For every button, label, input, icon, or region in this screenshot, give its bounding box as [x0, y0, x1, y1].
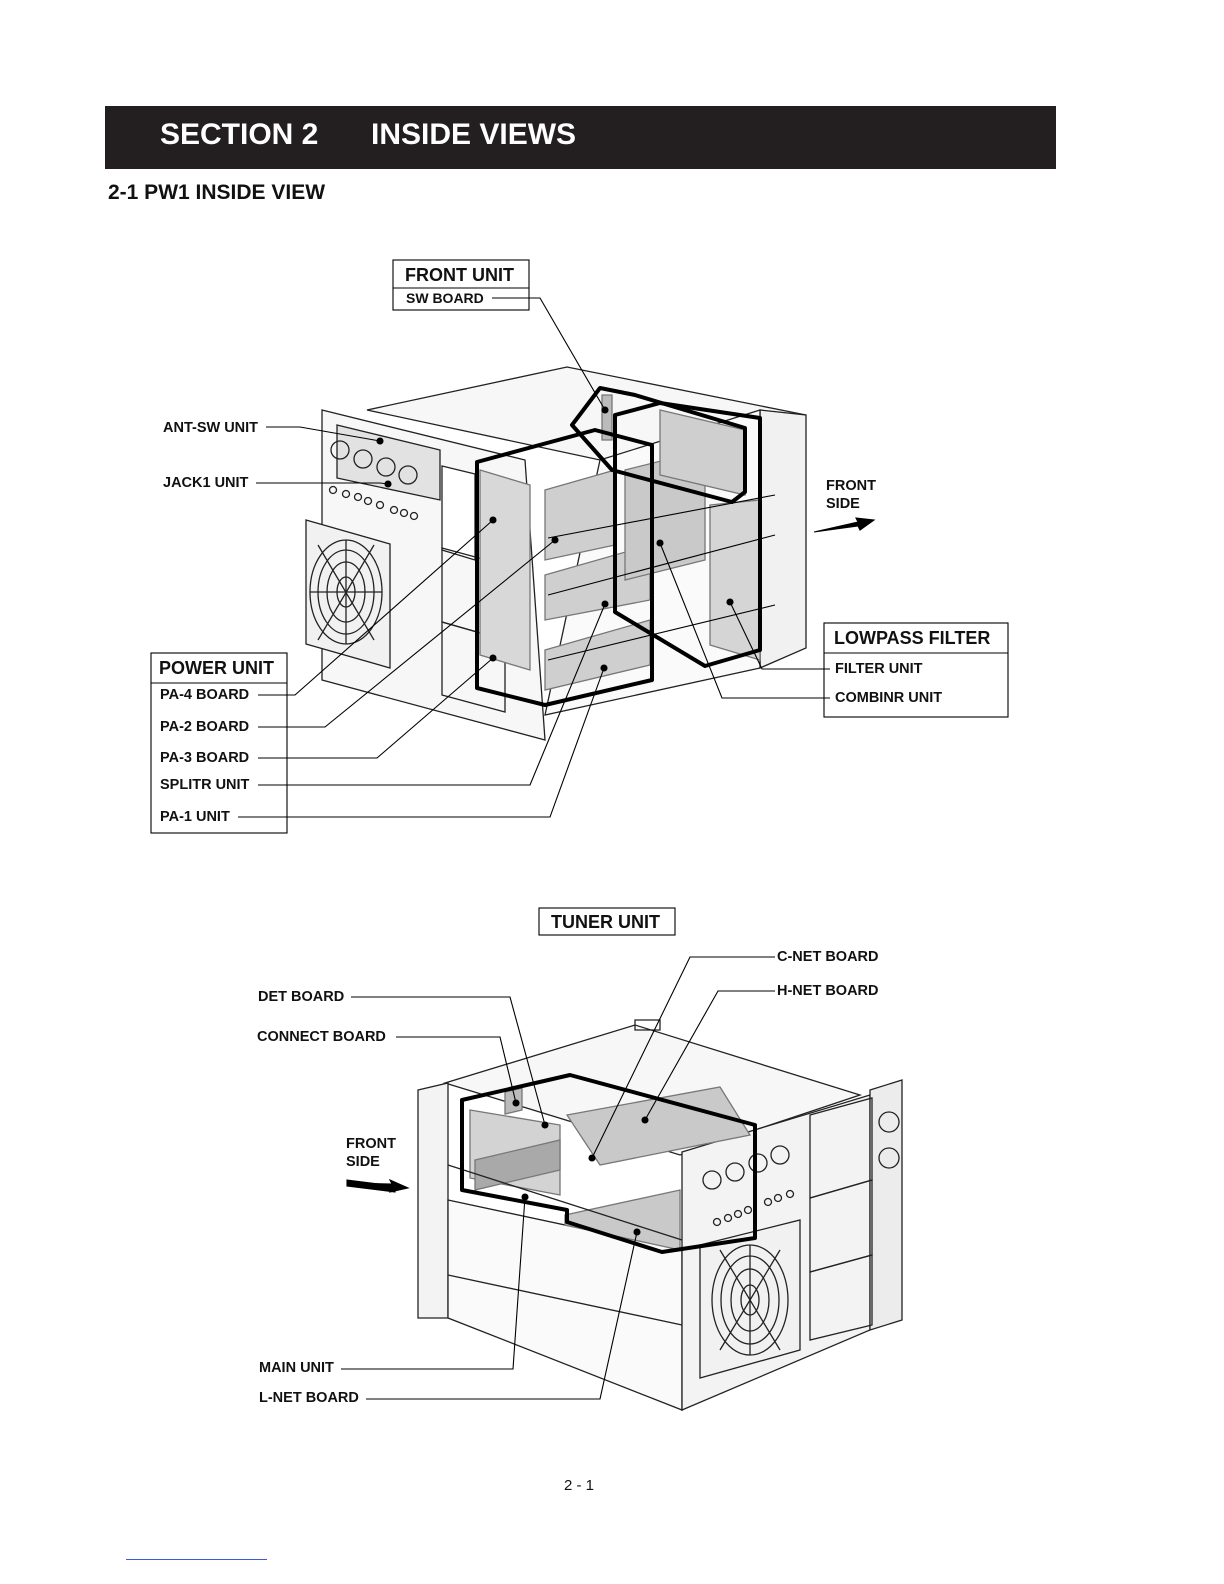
lower-leader-lines	[341, 907, 775, 1400]
subsection-title: 2-1 PW1 INSIDE VIEW	[108, 181, 326, 204]
connect-board-label: CONNECT BOARD	[257, 1029, 386, 1045]
page-number: 2 - 1	[564, 1477, 595, 1494]
det-board-label: DET BOARD	[258, 989, 345, 1005]
l-net-board-label: L-NET BOARD	[259, 1390, 359, 1406]
tuner-unit-title: TUNER UNIT	[551, 912, 660, 932]
section-number: SECTION 2	[160, 118, 319, 151]
section-header-bar	[105, 106, 1056, 169]
section-title: INSIDE VIEWS	[371, 118, 577, 151]
upper-unit-outlines	[475, 386, 762, 707]
power-unit-outline	[475, 428, 654, 707]
filter-unit-label: FILTER UNIT	[835, 661, 923, 677]
front-side-label-bottom: SIDE	[826, 496, 860, 512]
lower-chassis-drawing	[417, 1019, 903, 1411]
h-net-board-label: H-NET BOARD	[777, 983, 879, 999]
front-side-label-lower-bottom: SIDE	[346, 1154, 380, 1170]
pa-4-board-label: PA-4 BOARD	[160, 687, 250, 703]
tuner-unit-outline	[460, 1073, 757, 1254]
lowpass-filter-title: LOWPASS FILTER	[834, 628, 991, 648]
jack1-unit-label: JACK1 UNIT	[163, 475, 249, 491]
splitr-unit-label: SPLITR UNIT	[160, 777, 250, 793]
front-side-label-lower-top: FRONT	[346, 1136, 396, 1152]
front-side-label-top: FRONT	[826, 478, 876, 494]
sw-board-label: SW BOARD	[406, 290, 484, 306]
upper-chassis-drawing	[305, 366, 807, 741]
combinr-unit-label: COMBINR UNIT	[835, 690, 943, 706]
footer-rule	[126, 1559, 267, 1560]
main-unit-label: MAIN UNIT	[259, 1360, 334, 1376]
c-net-board-label: C-NET BOARD	[777, 949, 879, 965]
lower-unit-outlines	[460, 1073, 757, 1254]
power-unit-title: POWER UNIT	[159, 658, 274, 678]
front-unit-title: FRONT UNIT	[405, 265, 514, 285]
upper-leader-lines	[150, 259, 1009, 834]
pa-2-board-label: PA-2 BOARD	[160, 719, 250, 735]
pa-3-board-label: PA-3 BOARD	[160, 750, 250, 766]
ant-sw-unit-label: ANT-SW UNIT	[163, 420, 259, 436]
front-unit-outline	[570, 386, 747, 504]
pa-1-unit-label: PA-1 UNIT	[160, 809, 230, 825]
